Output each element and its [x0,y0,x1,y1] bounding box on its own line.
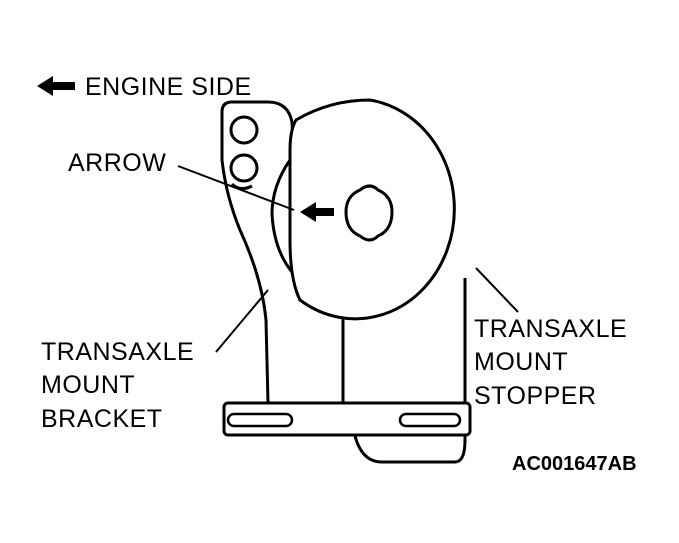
bracket-label-line-1: TRANSAXLE [41,338,194,366]
bracket-leader-line [215,289,269,353]
stopper-label-line-3: STOPPER [474,382,597,410]
arrow-leader-line [177,165,295,211]
stopper-center-hole [344,184,394,242]
stopper-label-line-1: TRANSAXLE [474,315,627,343]
engine-side-label: ENGINE SIDE [85,73,252,101]
bracket-rib [230,182,253,191]
bolt-hole-upper [229,115,259,145]
figure-code: AC001647AB [512,453,637,475]
stopper-direction-arrow-icon [300,202,334,222]
bracket-label-line-2: MOUNT [41,371,135,399]
bracket-base-plate [222,401,472,464]
arrow-label: ARROW [68,149,166,177]
stopper-leader-line [475,267,519,313]
stopper-rear-flange [270,159,294,273]
bracket-label-line-3: BRACKET [41,405,163,433]
stopper-label-line-2: MOUNT [474,348,568,376]
engine-side-arrow-icon [37,76,75,96]
bolt-hole-lower [229,153,259,183]
